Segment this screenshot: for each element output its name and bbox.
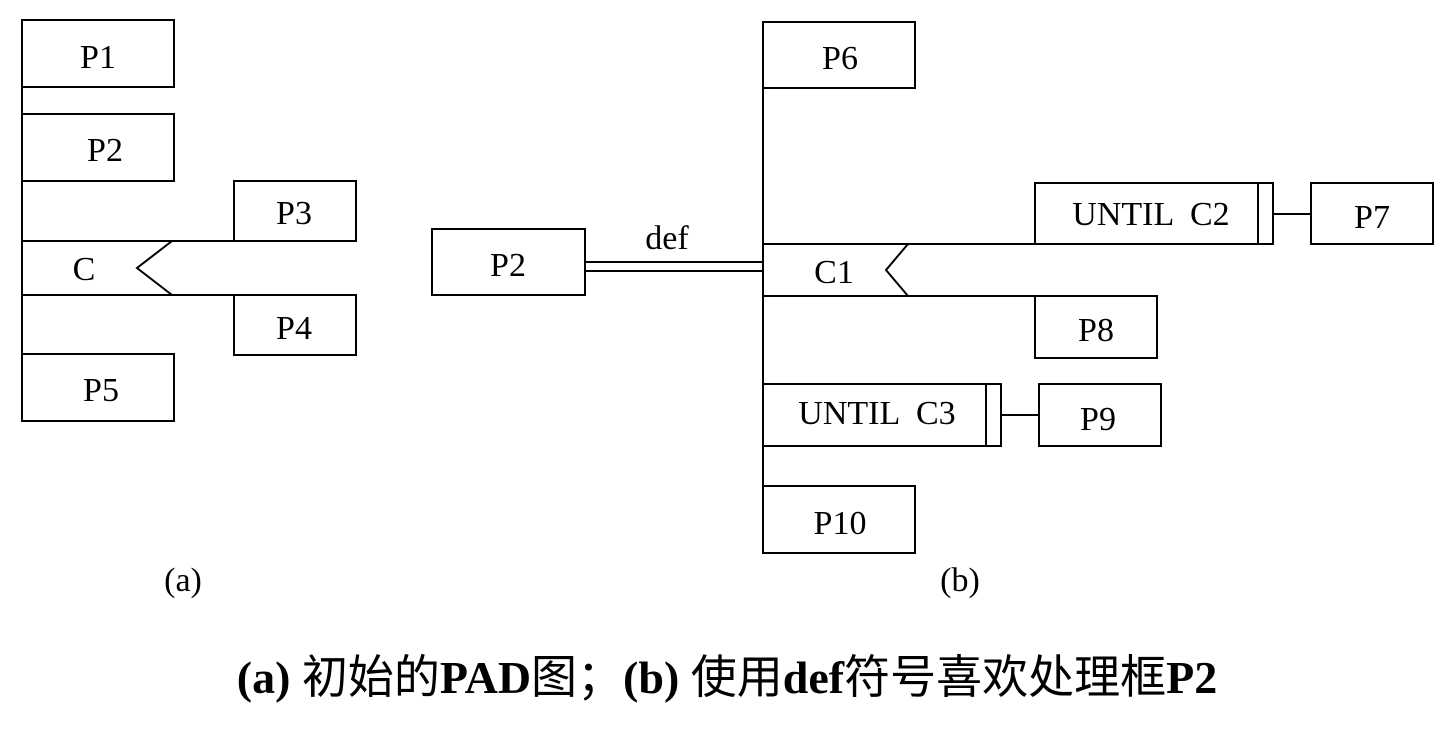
box-a-p2-label: P2: [87, 132, 123, 169]
box-b-p6-label: P6: [822, 40, 858, 77]
box-a-p1: [21, 19, 175, 88]
condition-a-label: C: [73, 251, 96, 288]
box-a-p3-label: P3: [276, 195, 312, 232]
box-a-p4-label: P4: [276, 310, 312, 347]
caption-part-a-end: 图；: [531, 652, 623, 703]
diagram-a-label: (a): [164, 562, 202, 599]
box-b-p9: [1038, 383, 1162, 447]
condition-b-label: C1: [814, 254, 854, 291]
condition-a-notch: [135, 240, 173, 296]
box-b-p2-label: P2: [490, 247, 526, 284]
until-c2-label: UNTIL C2: [1072, 196, 1229, 233]
box-b-p8: [1034, 295, 1158, 359]
box-b-p6: [762, 21, 916, 89]
box-b-p7: [1310, 182, 1434, 245]
caption-part-b-mid: 符号喜欢处理框: [844, 652, 1166, 703]
caption-part-b-tag: (b): [623, 652, 679, 703]
until-c3-box: [762, 383, 1002, 447]
box-a-p5-label: P5: [83, 372, 119, 409]
caption-part-a-text: 初始的: [290, 652, 440, 703]
box-a-p4: [233, 294, 357, 356]
until-c3-label: UNTIL C3: [798, 395, 955, 432]
figure-caption: (a) 初始的PAD图；(b) 使用def符号喜欢处理框P2: [237, 652, 1217, 703]
box-b-p7-label: P7: [1354, 199, 1390, 236]
caption-part-a-tag: (a): [237, 652, 291, 703]
diagram-a: P1 P2 C P3 P4 P5 (a): [21, 19, 357, 599]
condition-b-notch: [884, 243, 909, 297]
box-b-p8-label: P8: [1078, 312, 1114, 349]
caption-part-b-box: P2: [1166, 652, 1217, 703]
box-b-p10-label: P10: [814, 505, 867, 542]
box-b-p2: [431, 228, 586, 296]
box-b-p9-label: P9: [1080, 401, 1116, 438]
until-c2-box: [1034, 182, 1274, 245]
caption-part-b-bold: def: [783, 652, 845, 703]
box-a-p3: [233, 180, 357, 242]
box-a-p5: [21, 353, 175, 422]
diagram-b: P2 def P6 C1 UNTIL C2 P7 P8 UNTIL C3: [431, 21, 1434, 599]
caption-part-b-text: 使用: [679, 652, 783, 703]
box-a-p1-label: P1: [80, 39, 116, 76]
diagram-b-label: (b): [940, 562, 980, 599]
box-a-p2: [21, 113, 175, 182]
caption-part-a-bold: PAD: [440, 652, 531, 703]
def-label: def: [645, 220, 689, 257]
box-b-p10: [762, 485, 916, 554]
